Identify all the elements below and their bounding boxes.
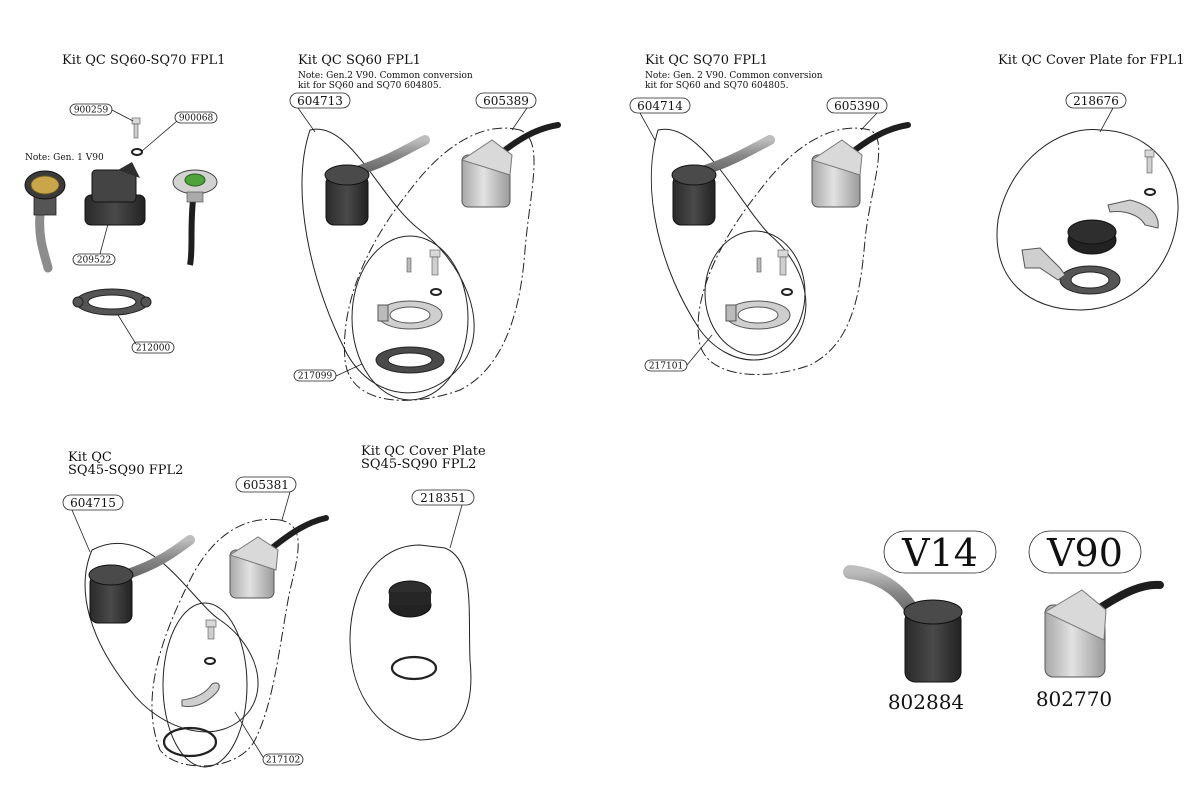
clamp-ring-icon: [72, 288, 152, 316]
kit-title: Kit QC SQ70 FPL1: [645, 53, 768, 68]
kit-note: Note: Gen.2 V90. Common conversion: [298, 71, 473, 81]
kit-outline: [151, 518, 299, 767]
kit-sq70-fpl1: Kit QC SQ70 FPL1 Note: Gen. 2 V90. Commo…: [629, 53, 911, 375]
legend-part-number: 802770: [1036, 687, 1112, 711]
legend-label: V14: [901, 531, 978, 575]
legend-part-number: 802884: [888, 690, 964, 714]
kit-note: kit for SQ60 and SQ70 604805.: [645, 81, 789, 91]
screw-icon: [131, 117, 141, 139]
cover-cap-icon: [1067, 219, 1117, 255]
kit-sq60-fpl1: Kit QC SQ60 FPL1 Note: Gen.2 V90. Common…: [289, 53, 561, 401]
kit-outline: [349, 544, 472, 741]
retaining-ring-icon: [390, 655, 438, 681]
part-number-label: 217102: [266, 756, 300, 766]
part-number-label: 605389: [483, 94, 529, 108]
screw-icon: [429, 249, 441, 276]
clamp-arm-icon: [1021, 247, 1066, 281]
kit-cover-plate-fpl1: Kit QC Cover Plate for FPL1 218676: [996, 53, 1184, 311]
part-number-label: 212000: [136, 344, 171, 354]
o-ring-icon: [204, 657, 216, 665]
latch-clip-icon: [181, 682, 220, 707]
clamp-ring-icon: [1059, 265, 1121, 295]
o-ring-icon: [781, 288, 793, 296]
v14-connector-icon: [843, 565, 963, 683]
v14-connector-gen1-icon: [24, 170, 66, 273]
kit-outline: [697, 127, 880, 375]
kit-outline: [650, 128, 807, 361]
kit-title: SQ45-SQ90 FPL2: [68, 463, 183, 478]
v14-connector-icon: [88, 535, 195, 624]
part-number-label: 604713: [297, 94, 343, 108]
legend-v90: V90 802770: [1028, 530, 1164, 711]
clamp-ring-icon: [375, 346, 445, 374]
kit-note: Note: Gen. 1 V90: [25, 153, 104, 163]
clamp-bracket-icon: [725, 300, 791, 330]
kit-outline: [301, 128, 475, 394]
part-number-label: 605381: [243, 478, 289, 492]
housing-icon: [84, 162, 146, 226]
kit-outline: [351, 235, 469, 401]
part-number-label: 604714: [637, 99, 683, 113]
cover-cap-icon: [388, 580, 432, 618]
clamp-bracket-icon: [1107, 199, 1159, 229]
part-number-label: 209522: [77, 256, 111, 266]
kit-outline: [704, 230, 806, 356]
legend-v14: V14 802884: [843, 530, 997, 714]
kit-title: Kit QC Cover Plate: [361, 444, 486, 459]
kit-outline: [343, 127, 535, 401]
o-ring-icon: [131, 148, 143, 156]
kit-note: kit for SQ60 and SQ70 604805.: [298, 81, 442, 91]
o-ring-icon: [430, 288, 442, 296]
retaining-ring-icon: [162, 726, 218, 758]
pin-icon: [406, 257, 412, 273]
clamp-bracket-icon: [377, 300, 443, 330]
o-ring-icon: [1144, 188, 1156, 196]
kit-sq45-sq90-fpl2: Kit QC SQ45-SQ90 FPL2 604715 605381 21: [62, 450, 329, 768]
kit-title: Kit QC Cover Plate for FPL1: [998, 53, 1184, 68]
part-number-label: 218676: [1073, 94, 1119, 108]
kit-cover-plate-sq45-sq90-fpl2: Kit QC Cover Plate SQ45-SQ90 FPL2 218351: [349, 444, 486, 741]
pin-icon: [756, 257, 762, 273]
kit-sq60-sq70-fpl1-gen1: Kit QC SQ60-SQ70 FPL1 Note: Gen. 1 V90: [24, 53, 225, 354]
v90-connector-icon: [228, 515, 329, 599]
legend-label: V90: [1046, 531, 1123, 575]
part-number-label: 217099: [298, 372, 333, 382]
v14-connector-icon: [671, 135, 775, 226]
kit-title: Kit QC: [68, 450, 112, 465]
kit-title: SQ45-SQ90 FPL2: [361, 457, 476, 472]
part-number-label: 218351: [420, 491, 466, 505]
part-number-label: 217101: [649, 362, 683, 372]
kit-title: Kit QC SQ60-SQ70 FPL1: [62, 53, 225, 68]
kit-outline: [84, 542, 259, 733]
part-number-label: 900259: [74, 106, 109, 116]
kit-note: Note: Gen. 2 V90. Common conversion: [645, 71, 823, 81]
part-number-label: 604715: [70, 496, 116, 510]
screw-icon: [777, 249, 789, 276]
v14-connector-icon: [324, 135, 430, 226]
v90-connector-icon: [1043, 580, 1164, 678]
screw-icon: [205, 619, 217, 640]
adapter-plate-icon: [172, 169, 218, 266]
part-number-label: 900068: [179, 114, 214, 124]
kit-title: Kit QC SQ60 FPL1: [298, 53, 421, 68]
v90-connector-icon: [460, 122, 561, 208]
kit-outline: [162, 602, 248, 768]
kit-outline: [996, 129, 1179, 311]
v90-connector-icon: [810, 122, 911, 208]
part-number-label: 605390: [834, 99, 880, 113]
screw-icon: [1144, 149, 1155, 174]
